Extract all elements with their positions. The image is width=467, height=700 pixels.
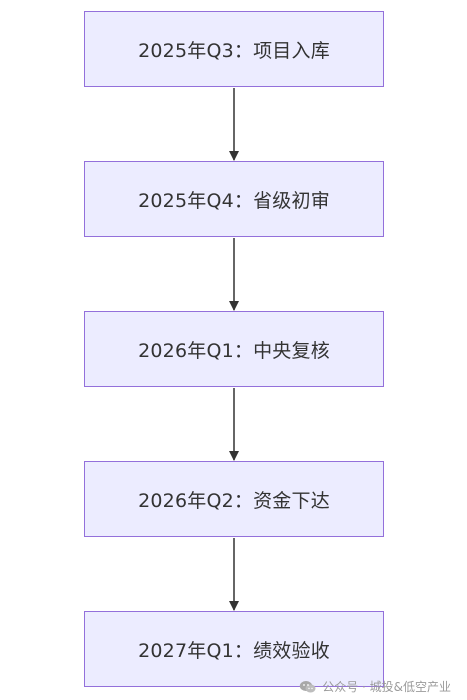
flow-step-2-label: 2025年Q4：省级初审 (138, 189, 330, 212)
flow-step-5: 2027年Q1：绩效验收 (84, 611, 384, 687)
flow-step-2: 2025年Q4：省级初审 (84, 161, 384, 237)
flow-step-4: 2026年Q2：资金下达 (84, 461, 384, 537)
flow-step-3-label: 2026年Q1：中央复核 (138, 339, 330, 362)
flow-step-1-label: 2025年Q3：项目入库 (138, 39, 330, 62)
flow-step-1: 2025年Q3：项目入库 (84, 11, 384, 87)
flow-step-3: 2026年Q1：中央复核 (84, 311, 384, 387)
wechat-icon (299, 680, 316, 692)
watermark: 公众号 · 城投&低空产业 (299, 678, 451, 695)
flow-step-4-label: 2026年Q2：资金下达 (138, 489, 330, 512)
flow-step-5-label: 2027年Q1：绩效验收 (138, 639, 330, 662)
watermark-text: 公众号 · 城投&低空产业 (322, 680, 451, 694)
